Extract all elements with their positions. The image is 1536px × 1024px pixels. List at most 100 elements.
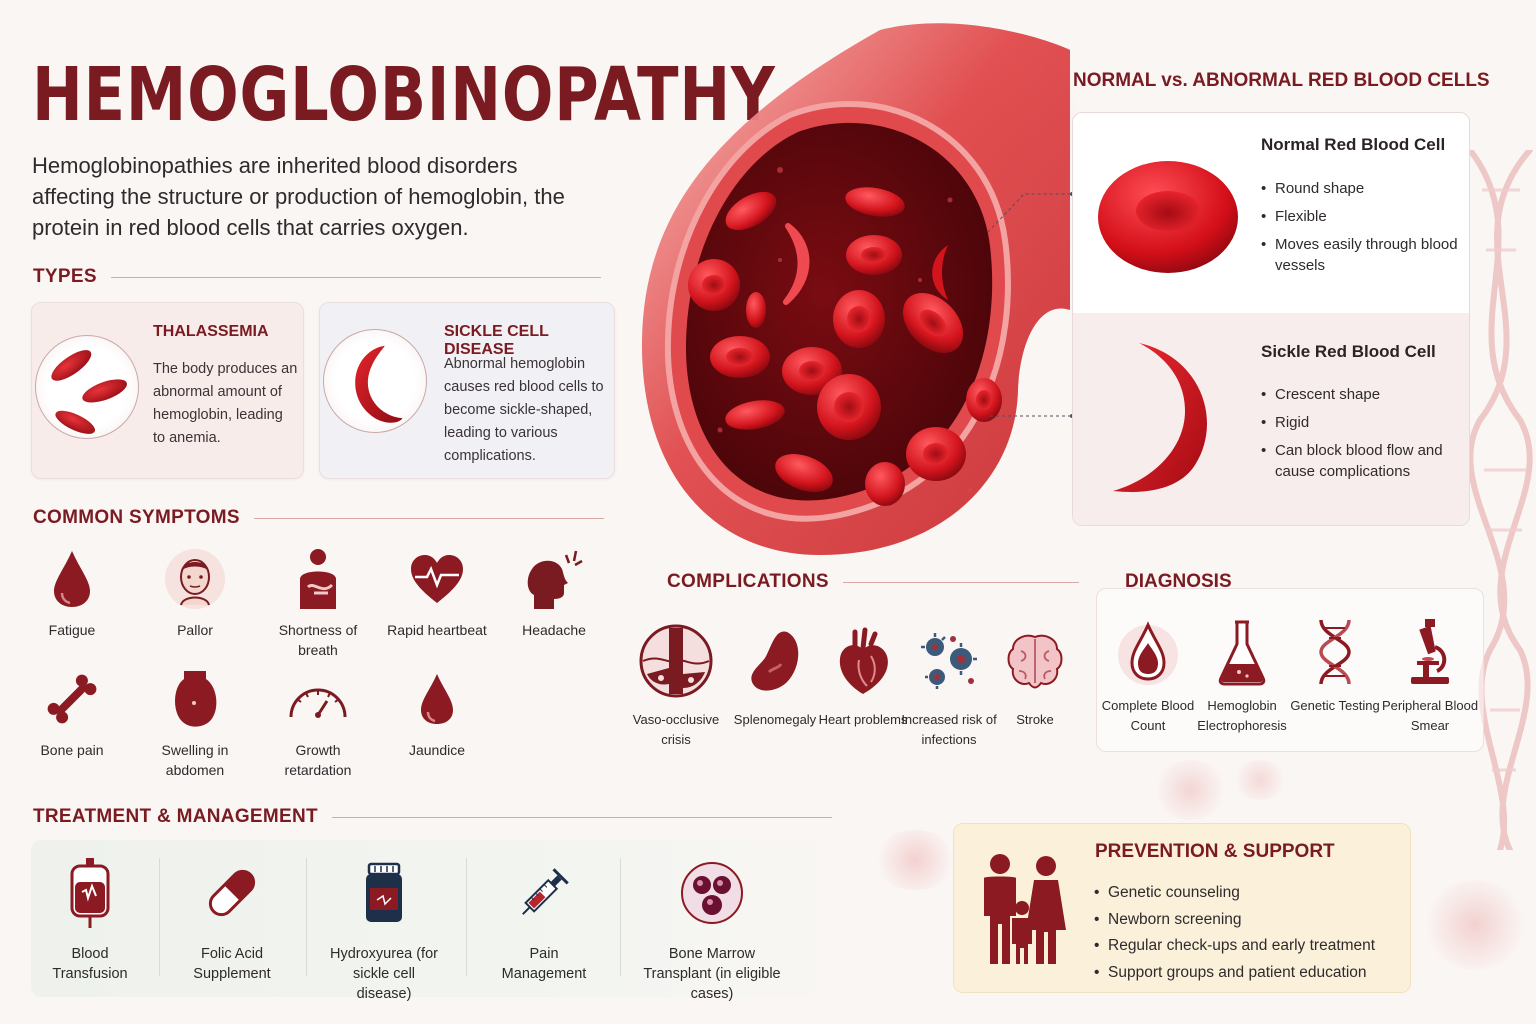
- list-item: Rigid: [1261, 412, 1469, 433]
- symptom-rapid-heartbeat: Rapid heartbeat: [382, 546, 492, 640]
- symptom-swelling-abdomen: Swelling in abdomen: [140, 666, 250, 780]
- pale-face-icon: [140, 546, 250, 612]
- symptom-pallor: Pallor: [140, 546, 250, 640]
- symptom-jaundice: Jaundice: [382, 666, 492, 760]
- symptom-label: Headache: [522, 622, 586, 638]
- background-blur-cell: [1150, 760, 1230, 820]
- divider: [331, 816, 832, 818]
- complication-vaso-occlusive: Vaso-occlusive crisis: [626, 622, 726, 750]
- divider: [253, 517, 604, 519]
- complication-label: Increased risk of infections: [901, 712, 997, 747]
- abdomen-icon: [140, 666, 250, 732]
- dna-icon: [1285, 616, 1385, 688]
- symptom-fatigue: Fatigue: [17, 546, 127, 640]
- divider: [466, 858, 467, 976]
- small-red-cells-icon: [35, 335, 139, 439]
- type-description: Abnormal hemoglobin causes red blood cel…: [444, 356, 604, 464]
- normal-red-cell-icon: [1098, 161, 1238, 273]
- symptom-label: Rapid heartbeat: [387, 622, 487, 638]
- symptom-label: Growth retardation: [284, 742, 352, 778]
- list-item: Support groups and patient education: [1094, 960, 1375, 987]
- dna-helix-decoration: [1467, 150, 1533, 850]
- sickle-cell-points: Crescent shape Rigid Can block blood flo…: [1261, 384, 1469, 489]
- list-item: Moves easily through blood vessels: [1261, 234, 1461, 276]
- treatment-folic-acid: Folic Acid Supplement: [182, 856, 282, 984]
- symptom-bone-pain: Bone pain: [17, 666, 127, 760]
- heartbeat-icon: [382, 546, 492, 612]
- sickle-red-cell-icon: [1113, 343, 1207, 492]
- symptom-label: Fatigue: [48, 622, 96, 638]
- cell-comparison-panel: Normal Red Blood Cell Round shape Flexib…: [1072, 112, 1470, 526]
- type-card-sickle-cell: SICKLE CELL DISEASE Abnormal hemoglobin …: [319, 302, 615, 479]
- sickle-cell-title: Sickle Red Blood Cell: [1261, 342, 1436, 361]
- symptom-shortness-of-breath: Shortness of breath: [263, 546, 373, 660]
- family-icon: [984, 854, 1066, 964]
- headache-icon: [499, 546, 609, 612]
- diagnosis-blood-smear: Peripheral Blood Smear: [1380, 616, 1480, 736]
- treatment-heading-label: TREATMENT & MANAGEMENT: [33, 806, 318, 827]
- treatment-heading: TREATMENT & MANAGEMENT: [33, 806, 832, 828]
- heart-organ-icon: [813, 622, 913, 700]
- page-title: HEMOGLOBINOPATHY: [32, 52, 776, 138]
- diagnosis-panel: [1096, 588, 1484, 752]
- diagnosis-label: Hemoglobin Electrophoresis: [1197, 698, 1287, 733]
- normal-cell-points: Round shape Flexible Moves easily throug…: [1261, 178, 1461, 283]
- list-item: Genetic counseling: [1094, 880, 1375, 907]
- complication-splenomegaly: Splenomegaly: [725, 622, 825, 730]
- treatment-pain-management: Pain Management: [488, 856, 600, 984]
- prevention-panel: PREVENTION & SUPPORT Genetic counseling …: [953, 823, 1411, 993]
- list-item: Newborn screening: [1094, 907, 1375, 934]
- type-description: The body produces an abnormal amount of …: [153, 361, 298, 446]
- complication-label: Heart problems: [818, 712, 908, 727]
- complication-heart-problems: Heart problems: [813, 622, 913, 730]
- complication-label: Vaso-occlusive crisis: [632, 712, 720, 747]
- treatment-label: Pain Management: [501, 946, 587, 982]
- type-name: THALASSEMIA: [153, 323, 269, 340]
- list-item: Flexible: [1261, 206, 1461, 227]
- treatment-blood-transfusion: Blood Transfusion: [40, 856, 140, 984]
- prevention-list: Genetic counseling Newborn screening Reg…: [1094, 880, 1375, 986]
- diagnosis-label: Genetic Testing: [1290, 698, 1380, 713]
- divider: [306, 858, 307, 976]
- capsule-icon: [182, 856, 282, 930]
- divider: [620, 858, 621, 976]
- comparison-heading: NORMAL vs. ABNORMAL RED BLOOD CELLS: [1073, 70, 1490, 91]
- symptoms-heading-label: COMMON SYMPTOMS: [33, 507, 240, 528]
- syringe-icon: [488, 856, 600, 930]
- drop-icon: [382, 666, 492, 732]
- prevention-heading: PREVENTION & SUPPORT: [1095, 841, 1335, 862]
- types-heading: TYPES: [33, 266, 601, 288]
- blood-bag-icon: [40, 856, 140, 930]
- intro-text: Hemoglobinopathies are inherited blood d…: [32, 153, 565, 240]
- background-blur-cell: [1420, 880, 1530, 970]
- type-card-thalassemia: THALASSEMIA The body produces an abnorma…: [31, 302, 304, 479]
- connector-lines: [987, 192, 1074, 418]
- symptom-label: Swelling in abdomen: [161, 742, 229, 778]
- divider: [159, 858, 160, 976]
- symptoms-heading: COMMON SYMPTOMS: [33, 507, 604, 529]
- symptom-growth-retardation: Growth retardation: [263, 666, 373, 780]
- complication-stroke: Stroke: [985, 622, 1085, 730]
- symptom-label: Shortness of breath: [278, 622, 358, 658]
- microscope-icon: [1380, 616, 1480, 688]
- type-name: SICKLE CELL DISEASE: [444, 323, 549, 358]
- background-blur-cell: [870, 830, 960, 890]
- gauge-icon: [263, 666, 373, 732]
- brain-icon: [985, 622, 1085, 700]
- symptom-headache: Headache: [499, 546, 609, 640]
- list-item: Regular check-ups and early treatment: [1094, 933, 1375, 960]
- divider: [110, 276, 601, 278]
- symptom-label: Pallor: [177, 622, 213, 638]
- blood-drop-icon: [1098, 616, 1198, 688]
- treatment-bone-marrow: Bone Marrow Transplant (in eligible case…: [642, 856, 782, 1004]
- divider: [842, 581, 1079, 583]
- treatment-label: Bone Marrow Transplant (in eligible case…: [643, 946, 781, 1002]
- list-item: Crescent shape: [1261, 384, 1469, 405]
- pill-bottle-icon: [324, 856, 444, 930]
- symptom-label: Bone pain: [40, 742, 104, 758]
- diagnosis-electrophoresis: Hemoglobin Electrophoresis: [1192, 616, 1292, 736]
- complications-heading-label: COMPLICATIONS: [667, 571, 829, 592]
- complications-heading: COMPLICATIONS: [667, 571, 1079, 593]
- chest-breath-icon: [263, 546, 373, 612]
- normal-cell-title: Normal Red Blood Cell: [1261, 135, 1446, 154]
